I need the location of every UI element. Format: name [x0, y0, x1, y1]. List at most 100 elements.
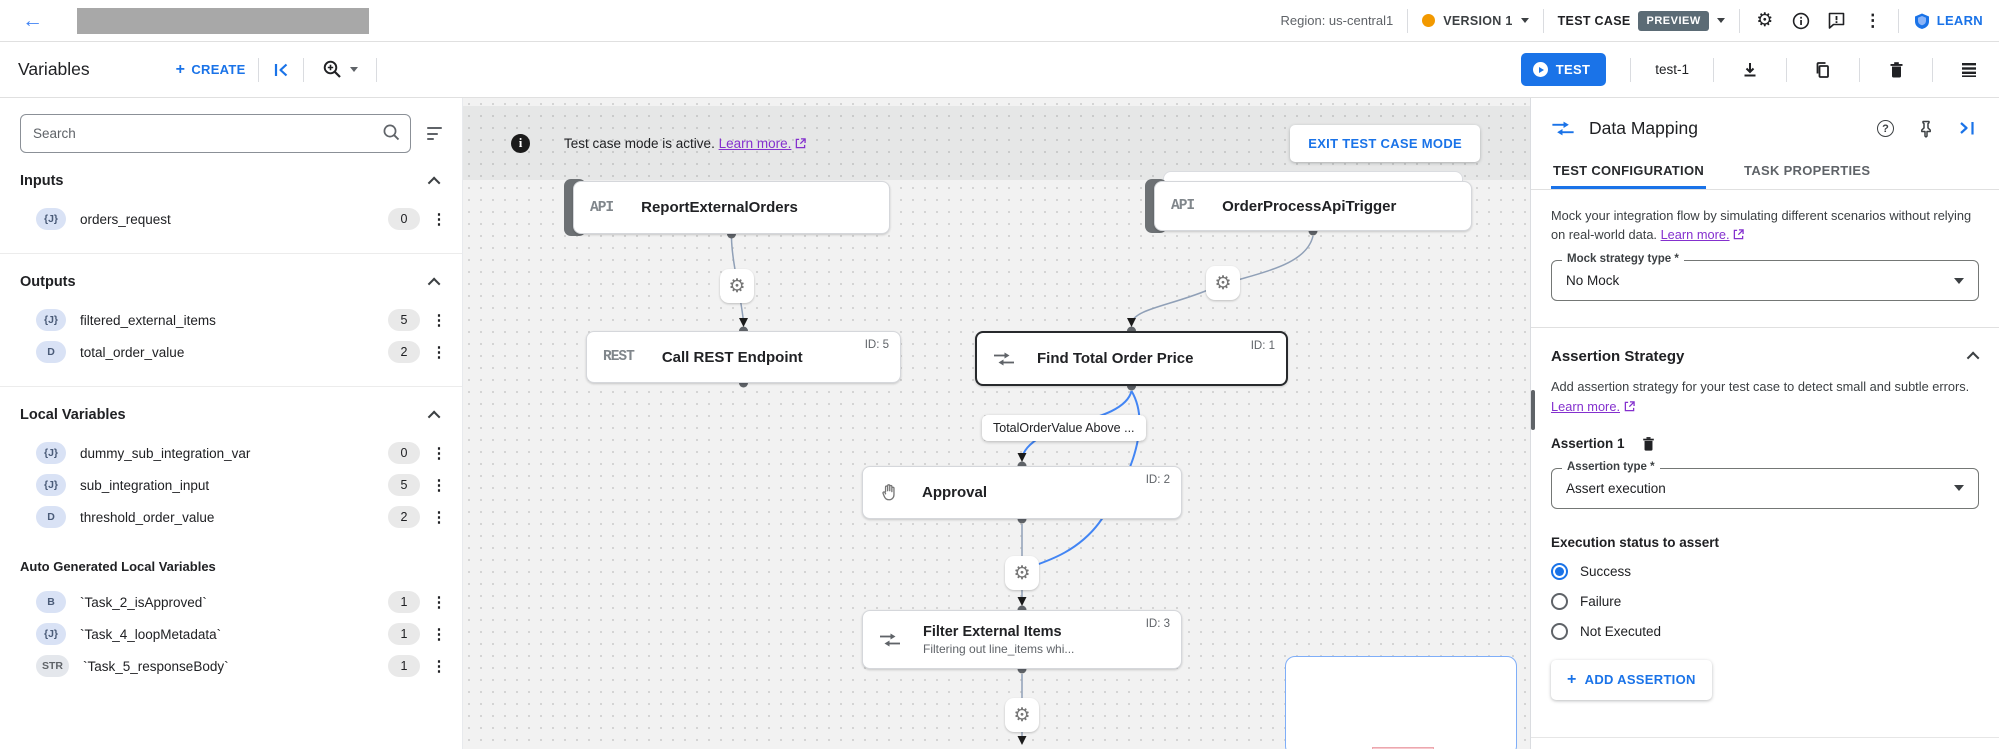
test-case-selector[interactable]: TEST CASE PREVIEW: [1558, 10, 1725, 31]
variable-row[interactable]: D threshold_order_value 2 ⋮: [0, 501, 462, 533]
download-icon[interactable]: [1738, 58, 1762, 82]
variable-row[interactable]: {J} filtered_external_items 5 ⋮: [0, 304, 462, 336]
variable-row[interactable]: B `Task_2_isApproved` 1 ⋮: [0, 586, 462, 618]
delete-assertion-icon[interactable]: [1641, 436, 1656, 452]
back-icon[interactable]: ←: [22, 8, 43, 32]
sort-icon[interactable]: [425, 123, 444, 144]
section-outputs[interactable]: Outputs: [0, 274, 462, 290]
chevron-down-icon: [1520, 18, 1529, 23]
search-input[interactable]: [20, 114, 411, 153]
chevron-up-icon[interactable]: [427, 176, 441, 189]
feedback-icon[interactable]: [1826, 10, 1848, 32]
node-id: ID: 5: [864, 339, 889, 351]
row-kebab-icon[interactable]: ⋮: [431, 445, 447, 462]
node-approval[interactable]: Approval ID: 2: [862, 466, 1182, 519]
preview-node-red: [1372, 747, 1434, 749]
sub-flow-preview-box[interactable]: [1285, 656, 1517, 749]
node-find-total-order-price[interactable]: Find Total Order Price ID: 1: [975, 331, 1288, 386]
edge-gear-icon[interactable]: ⚙: [720, 269, 754, 303]
zoom-control[interactable]: [316, 59, 364, 80]
divider: [0, 386, 462, 387]
variable-row[interactable]: STR `Task_5_responseBody` 1 ⋮: [0, 650, 462, 682]
row-kebab-icon[interactable]: ⋮: [431, 344, 447, 361]
region-label: Region: us-central1: [1280, 13, 1394, 28]
row-kebab-icon[interactable]: ⋮: [431, 211, 447, 228]
chevron-up-icon[interactable]: [427, 410, 441, 423]
assertion-type-select[interactable]: Assertion type * Assert execution: [1551, 460, 1979, 509]
type-chip-string: STR: [36, 655, 69, 677]
node-filter-external-items[interactable]: Filter External Items Filtering out line…: [862, 610, 1182, 669]
divider: [1630, 57, 1632, 82]
test-button[interactable]: TEST: [1520, 53, 1607, 86]
divider: [1897, 8, 1899, 33]
copy-icon[interactable]: [1811, 58, 1835, 82]
row-kebab-icon[interactable]: ⋮: [431, 626, 447, 643]
api-badge: API: [590, 199, 614, 216]
variable-row[interactable]: {J} dummy_sub_integration_var 0 ⋮: [0, 437, 462, 469]
pin-icon[interactable]: [1918, 120, 1934, 138]
variable-row[interactable]: D total_order_value 2 ⋮: [0, 336, 462, 368]
radio-not-executed[interactable]: Not Executed: [1551, 622, 1979, 640]
learn-button[interactable]: LEARN: [1913, 12, 1983, 30]
variable-row[interactable]: {J} orders_request 0 ⋮: [0, 203, 462, 235]
collapse-panel-icon[interactable]: [1958, 120, 1977, 137]
section-inputs[interactable]: Inputs: [0, 173, 462, 189]
divider: [257, 57, 259, 82]
row-kebab-icon[interactable]: ⋮: [431, 509, 447, 526]
edge-gear-icon[interactable]: ⚙: [1206, 266, 1240, 300]
top-header: ← Region: us-central1 VERSION 1 TEST CAS…: [0, 0, 1999, 42]
divider: [302, 57, 304, 82]
mock-strategy-select[interactable]: Mock strategy type * No Mock: [1551, 253, 1979, 302]
node-order-process-api-trigger[interactable]: API OrderProcessApiTrigger: [1154, 181, 1472, 231]
learn-more-link[interactable]: Learn more.: [718, 135, 792, 151]
learn-more-link[interactable]: Learn more.: [1660, 227, 1730, 243]
edge-condition-label[interactable]: TotalOrderValue Above ...: [982, 415, 1146, 441]
collapse-panel-icon[interactable]: [271, 61, 291, 79]
learn-more-link[interactable]: Learn more.: [1551, 398, 1620, 414]
edge-gear-icon[interactable]: ⚙: [1005, 698, 1039, 732]
chevron-up-icon[interactable]: [427, 277, 441, 290]
settings-gear-icon[interactable]: ⚙: [1756, 10, 1774, 31]
tab-test-configuration[interactable]: TEST CONFIGURATION: [1551, 153, 1707, 189]
type-chip-json: {J}: [36, 623, 66, 645]
row-kebab-icon[interactable]: ⋮: [431, 477, 447, 494]
node-call-rest-endpoint[interactable]: REST Call REST Endpoint ID: 5: [586, 331, 901, 383]
variable-row[interactable]: {J} `Task_4_loopMetadata` 1 ⋮: [0, 618, 462, 650]
variable-row[interactable]: {J} sub_integration_input 5 ⋮: [0, 469, 462, 501]
node-id: ID: 1: [1250, 340, 1275, 352]
divider: [1932, 57, 1933, 82]
node-report-external-orders[interactable]: API ReportExternalOrders: [573, 181, 890, 234]
version-selector[interactable]: VERSION 1: [1422, 14, 1529, 28]
help-icon[interactable]: ?: [1877, 120, 1894, 137]
flow-canvas[interactable]: i Test case mode is active. Learn more. …: [463, 98, 1530, 749]
tab-task-properties[interactable]: TASK PROPERTIES: [1744, 163, 1871, 178]
assertion-description: Add assertion strategy for your test cas…: [1551, 379, 1970, 395]
row-kebab-icon[interactable]: ⋮: [431, 658, 447, 675]
row-kebab-icon[interactable]: ⋮: [431, 594, 447, 611]
section-local-variables[interactable]: Local Variables: [0, 407, 462, 423]
integration-title-redacted: [77, 7, 369, 34]
test-case-name[interactable]: test-1: [1655, 62, 1689, 77]
plus-icon: +: [175, 60, 186, 78]
panel-scrollbar-thumb[interactable]: [1531, 390, 1535, 430]
edge-gear-icon[interactable]: ⚙: [1005, 556, 1039, 590]
data-mapping-icon: [1552, 121, 1574, 136]
radio-success[interactable]: Success: [1551, 562, 1979, 580]
radio-failure[interactable]: Failure: [1551, 592, 1979, 610]
field-label: Mock strategy type *: [1562, 253, 1684, 266]
exit-test-case-mode-button[interactable]: EXIT TEST CASE MODE: [1290, 124, 1480, 162]
field-label: Assertion type *: [1562, 460, 1660, 473]
create-variable-button[interactable]: + CREATE: [175, 60, 246, 78]
row-kebab-icon[interactable]: ⋮: [431, 312, 447, 329]
version-status-icon: [1422, 14, 1436, 27]
more-options-kebab-icon[interactable]: ⋮: [1864, 10, 1882, 30]
divider: [1407, 8, 1409, 33]
delete-icon[interactable]: [1884, 58, 1908, 82]
add-assertion-button[interactable]: + ADD ASSERTION: [1551, 659, 1712, 700]
external-link-icon: [1733, 229, 1744, 240]
field-value: Assert execution: [1566, 480, 1666, 496]
divider: [375, 57, 377, 82]
chevron-up-icon[interactable]: [1966, 351, 1980, 365]
list-view-icon[interactable]: [1957, 58, 1981, 82]
info-icon[interactable]: [1790, 10, 1812, 32]
